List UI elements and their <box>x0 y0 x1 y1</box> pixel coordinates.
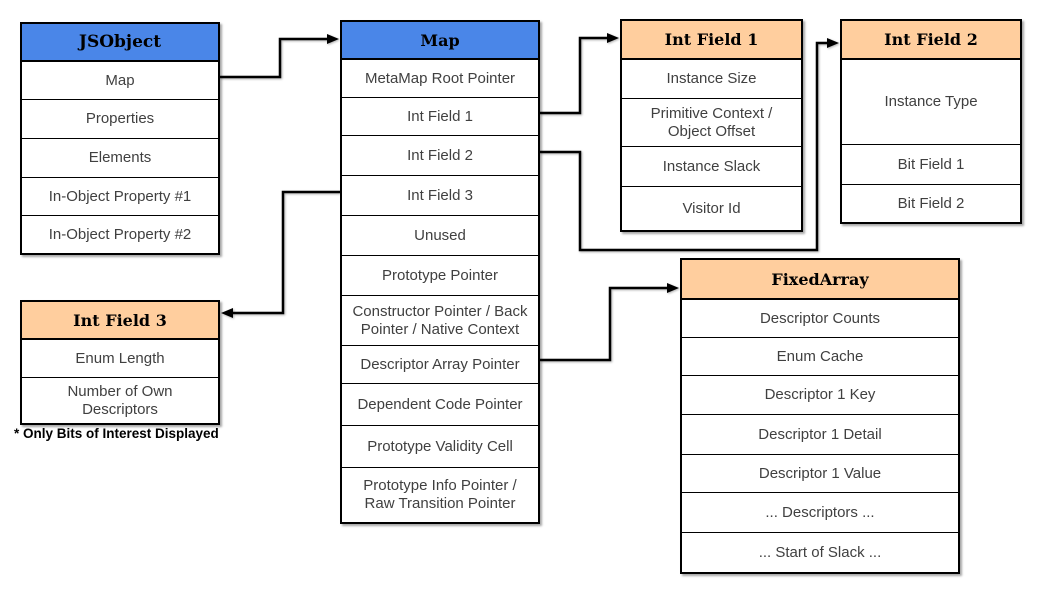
arrow-map-to-int-field-3 <box>221 190 340 318</box>
table-row: Map <box>22 62 218 99</box>
table-row: Visitor Id <box>622 186 801 230</box>
table-row: Prototype Pointer <box>342 255 538 295</box>
table-row: ... Start of Slack ... <box>682 532 958 572</box>
table-header-int-field-1: Int Field 1 <box>622 21 801 60</box>
table-row: Enum Length <box>22 340 218 377</box>
table-row: Instance Size <box>622 60 801 98</box>
table-row: Descriptor 1 Key <box>682 375 958 414</box>
table-row: Unused <box>342 215 538 255</box>
table-row: Prototype Info Pointer / Raw Transition … <box>342 467 538 522</box>
table-row: MetaMap Root Pointer <box>342 60 538 97</box>
arrow-map-to-fixedarray <box>540 283 679 362</box>
table-row: Descriptor 1 Value <box>682 454 958 492</box>
table-row: Bit Field 1 <box>842 144 1020 184</box>
table-row: Int Field 1 <box>342 97 538 135</box>
table-row: Constructor Pointer / Back Pointer / Nat… <box>342 295 538 345</box>
table-row: In-Object Property #2 <box>22 215 218 253</box>
table-row: Number of Own Descriptors <box>22 377 218 423</box>
table-row: Descriptor Array Pointer <box>342 345 538 383</box>
footnote: * Only Bits of Interest Displayed <box>14 426 219 441</box>
table-header-int-field-2: Int Field 2 <box>842 21 1020 60</box>
table-row: Properties <box>22 99 218 138</box>
arrow-map-to-int-field-1 <box>540 33 619 115</box>
table-header-fixedarray: FixedArray <box>682 260 958 300</box>
table-row: ... Descriptors ... <box>682 492 958 532</box>
table-row: Int Field 3 <box>342 175 538 215</box>
table-row: Prototype Validity Cell <box>342 425 538 467</box>
table-row: Instance Slack <box>622 146 801 186</box>
table-row: Dependent Code Pointer <box>342 383 538 425</box>
table-row: Instance Type <box>842 60 1020 144</box>
table-row: Int Field 2 <box>342 135 538 175</box>
table-row: In-Object Property #1 <box>22 177 218 215</box>
table-header-jsobject: JSObject <box>22 24 218 62</box>
table-row: Primitive Context / Object Offset <box>622 98 801 146</box>
arrow-jsobject-to-map <box>220 34 339 79</box>
table-header-int-field-3: Int Field 3 <box>22 302 218 340</box>
table-header-map: Map <box>342 22 538 60</box>
table-row: Bit Field 2 <box>842 184 1020 222</box>
table-row: Elements <box>22 138 218 177</box>
table-row: Descriptor Counts <box>682 300 958 337</box>
table-row: Descriptor 1 Detail <box>682 414 958 454</box>
table-row: Enum Cache <box>682 337 958 375</box>
